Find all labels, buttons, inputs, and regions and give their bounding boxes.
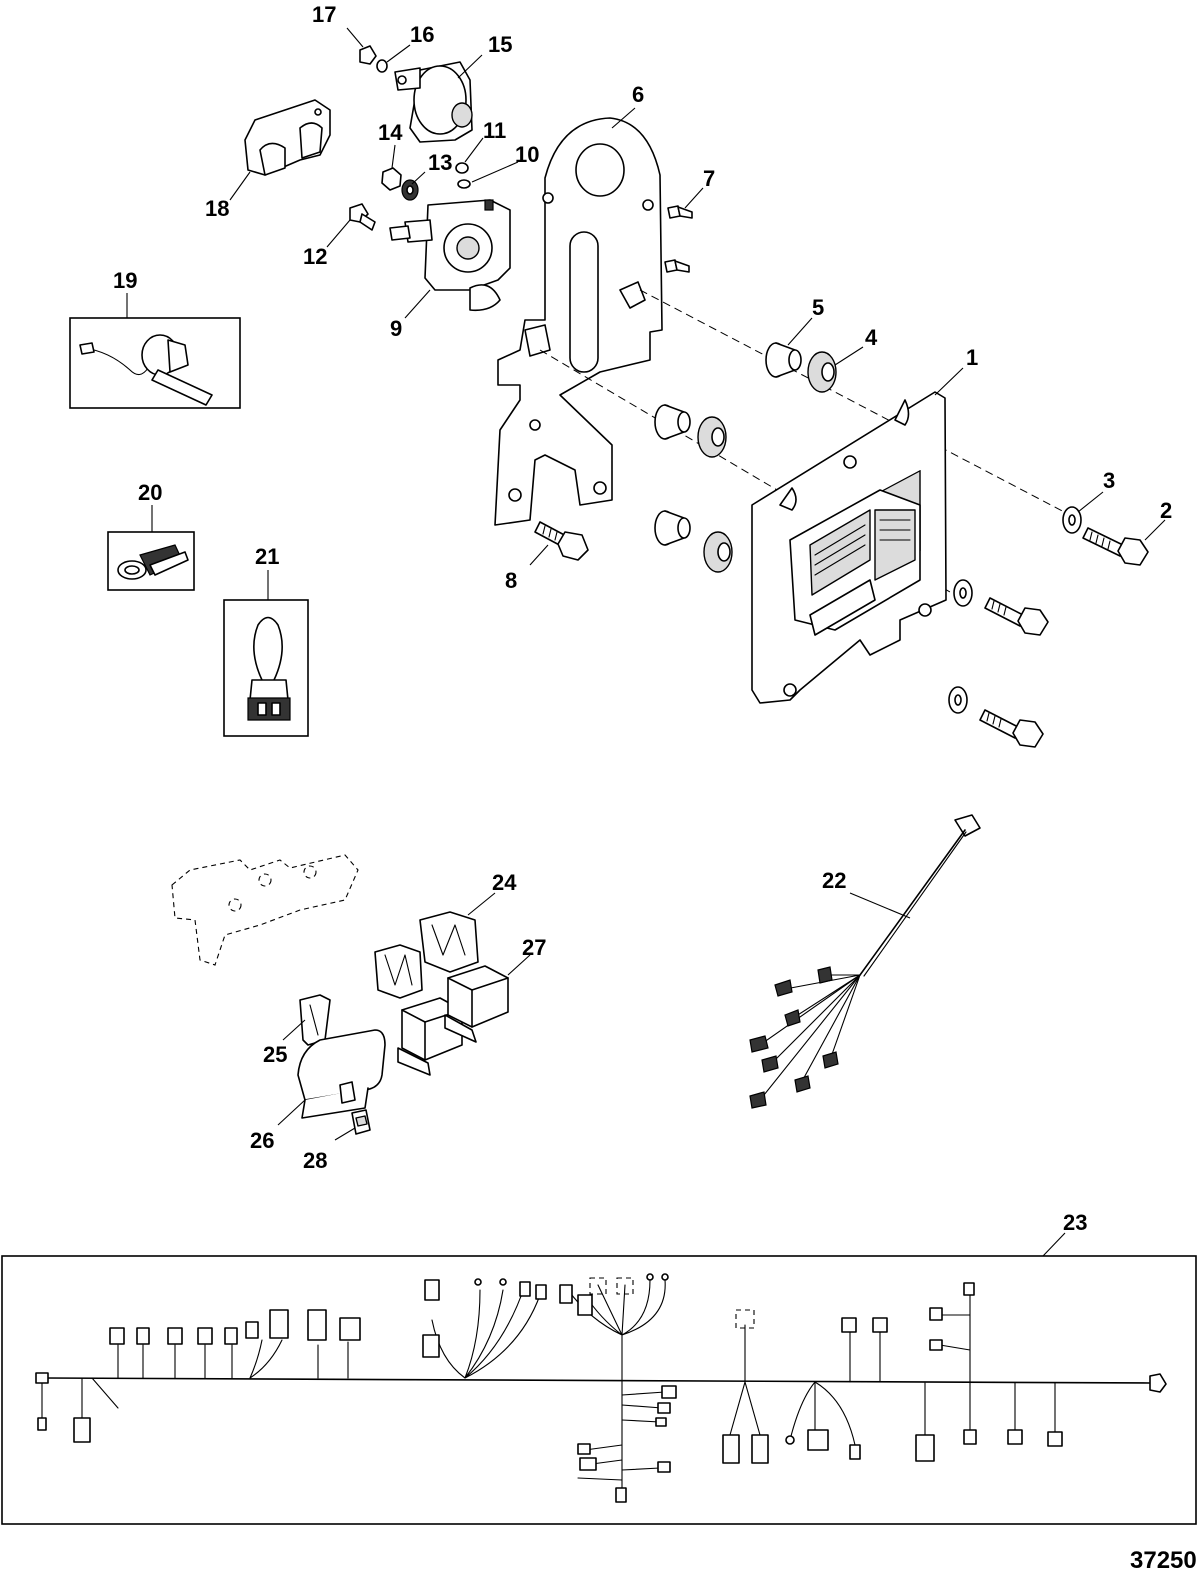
callout-20: 20 <box>138 480 162 505</box>
washer-3 <box>1062 506 1082 534</box>
screw-12 <box>349 203 376 231</box>
main-wiring-harness-23 <box>35 1273 1167 1503</box>
sleeve <box>654 510 691 546</box>
bolt-2 <box>1082 527 1149 566</box>
callout-labels: 1 2 3 4 5 6 7 8 9 10 11 12 13 14 15 16 1… <box>113 2 1172 1235</box>
bolt-8 <box>534 521 589 561</box>
callout-11: 11 <box>483 118 506 143</box>
callout-7: 7 <box>703 166 715 191</box>
engine-control-module-1 <box>751 391 947 704</box>
relay-retainer-24 <box>374 911 479 999</box>
fuse-28 <box>351 1109 371 1135</box>
callout-1: 1 <box>966 345 978 370</box>
callout-10: 10 <box>515 142 539 167</box>
callout-27: 27 <box>522 935 546 960</box>
callout-12: 12 <box>303 244 327 269</box>
fuse-cover-26 <box>297 1029 386 1119</box>
washer-13 <box>401 179 419 201</box>
callout-24: 24 <box>492 870 517 895</box>
washer-10 <box>457 179 471 189</box>
jumper-loop-21 <box>247 616 291 721</box>
nut-14 <box>381 167 402 191</box>
callout-16: 16 <box>410 22 434 47</box>
callout-28: 28 <box>303 1148 327 1173</box>
screw-7 <box>667 205 693 219</box>
leader-lines <box>126 27 1166 1257</box>
sleeve-5 <box>765 342 802 378</box>
callout-6: 6 <box>632 82 644 107</box>
callout-4: 4 <box>865 325 878 350</box>
mounting-bracket-6 <box>494 117 663 526</box>
callout-3: 3 <box>1103 468 1115 493</box>
callout-18: 18 <box>205 196 229 221</box>
switch-15 <box>394 61 473 143</box>
callout-5: 5 <box>812 295 824 320</box>
callout-17: 17 <box>312 2 336 27</box>
callout-22: 22 <box>822 868 846 893</box>
callout-14: 14 <box>378 120 403 145</box>
callout-23: 23 <box>1063 1210 1087 1235</box>
grommet <box>703 531 733 573</box>
figure-number: 37250 <box>1130 1547 1197 1574</box>
relay-27 <box>397 965 509 1076</box>
washer-16 <box>376 59 388 73</box>
sleeve <box>654 404 691 440</box>
callout-19: 19 <box>113 268 137 293</box>
bracket-18 <box>244 99 331 176</box>
washer <box>948 686 968 714</box>
cap-nut-17 <box>359 45 377 65</box>
solenoid-9 <box>389 199 511 312</box>
nut-11 <box>455 162 469 174</box>
callout-25: 25 <box>263 1042 287 1067</box>
callout-26: 26 <box>250 1128 274 1153</box>
wiring-harness-22 <box>749 814 981 1109</box>
callout-8: 8 <box>505 568 517 593</box>
alignment-line <box>639 289 1071 516</box>
fuse-block-outline <box>171 854 359 966</box>
sensor-19 <box>79 334 213 406</box>
bolt <box>979 709 1044 748</box>
callout-13: 13 <box>428 150 452 175</box>
callout-15: 15 <box>488 32 512 57</box>
part-box-23 <box>1 1255 1197 1525</box>
washer <box>953 579 973 607</box>
bolt <box>984 597 1049 636</box>
callout-9: 9 <box>390 316 402 341</box>
callout-21: 21 <box>255 544 279 569</box>
grommet <box>697 416 727 458</box>
alignment-line <box>539 349 956 596</box>
screw <box>664 259 690 273</box>
callout-2: 2 <box>1160 498 1172 523</box>
grommet-4 <box>807 351 837 393</box>
connector-20 <box>117 544 189 580</box>
